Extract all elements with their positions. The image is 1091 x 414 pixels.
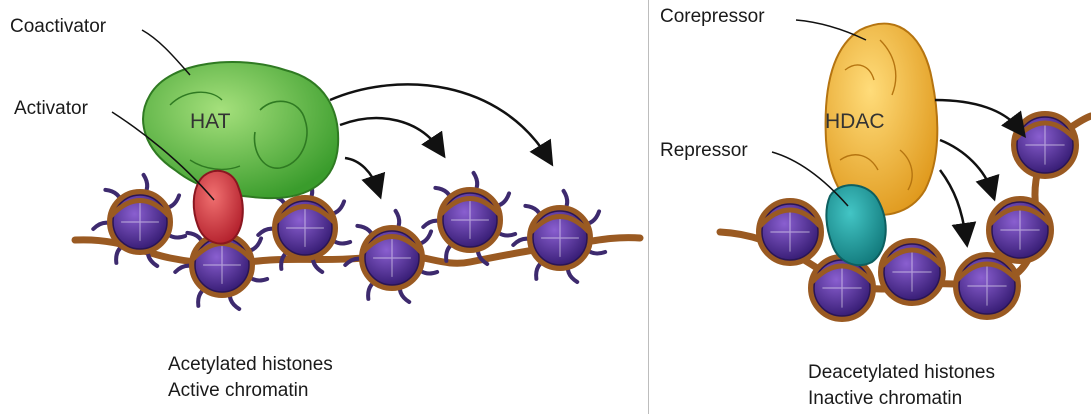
- arrow-5: [940, 140, 992, 192]
- coactivator-label: Coactivator: [10, 16, 106, 38]
- arrow-4: [935, 100, 1020, 130]
- nucleosome-deacetylated: [989, 199, 1051, 261]
- arrow-6: [940, 170, 966, 238]
- left-caption: Acetylated histones Active chromatin: [168, 352, 333, 404]
- nucleosome-deacetylated: [881, 241, 943, 303]
- right-caption-line-1: Deacetylated histones: [808, 360, 995, 386]
- arrow-2: [340, 118, 440, 150]
- activator-protein: [194, 171, 243, 244]
- repressor-label: Repressor: [660, 140, 748, 162]
- corepressor-label: Corepressor: [660, 6, 765, 28]
- nucleosome-deacetylated: [1014, 114, 1076, 176]
- repressor-protein: [826, 185, 885, 265]
- left-caption-line-1: Acetylated histones: [168, 352, 333, 378]
- right-caption-line-2: Inactive chromatin: [808, 386, 995, 412]
- nucleosome-deacetylated: [759, 201, 821, 263]
- left-caption-line-2: Active chromatin: [168, 378, 333, 404]
- panel-divider: [648, 0, 649, 414]
- coactivator-leader: [142, 30, 190, 75]
- hat-label: HAT: [190, 110, 230, 134]
- activator-label: Activator: [14, 98, 88, 120]
- nucleosomes-acetylated: [93, 173, 605, 309]
- nucleosome-acetylated: [93, 175, 185, 266]
- hdac-label: HDAC: [825, 110, 885, 134]
- nucleosome-acetylated: [423, 173, 515, 264]
- right-caption: Deacetylated histones Inactive chromatin: [808, 360, 995, 412]
- arrow-1: [345, 158, 378, 190]
- nucleosome-deacetylated: [811, 257, 873, 319]
- hat-coactivator: [143, 62, 338, 198]
- nucleosome-deacetylated: [956, 255, 1018, 317]
- nucleosome-acetylated: [513, 191, 605, 282]
